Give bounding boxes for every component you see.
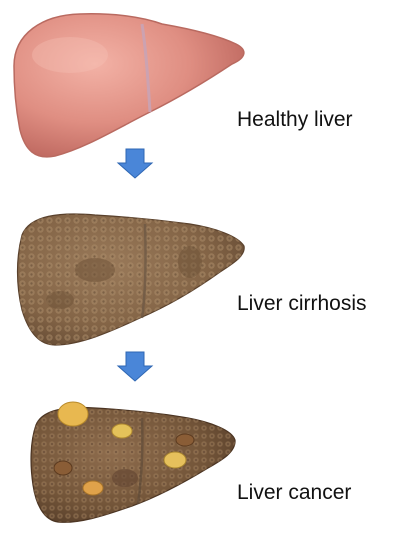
lesion [54, 461, 72, 475]
scar-patch [178, 246, 202, 278]
healthy-liver-label: Healthy liver [237, 109, 353, 130]
tumor [83, 481, 103, 495]
lesion [176, 434, 194, 446]
cancer-label: Liver cancer [237, 482, 351, 503]
cancer-liver-image [31, 402, 235, 522]
cirrhosis-liver-image [18, 214, 245, 345]
tumor [58, 402, 88, 426]
lesion [112, 469, 138, 487]
tumor [164, 452, 186, 468]
down-arrow-icon [118, 352, 152, 381]
highlight [32, 37, 108, 73]
scar-patch [75, 258, 115, 282]
tumor [112, 424, 132, 438]
healthy-liver-image [14, 14, 244, 157]
cirrhosis-label: Liver cirrhosis [237, 293, 367, 314]
down-arrow-icon [118, 149, 152, 178]
healthy-liver-shape [14, 14, 244, 157]
scar-patch [46, 291, 74, 309]
